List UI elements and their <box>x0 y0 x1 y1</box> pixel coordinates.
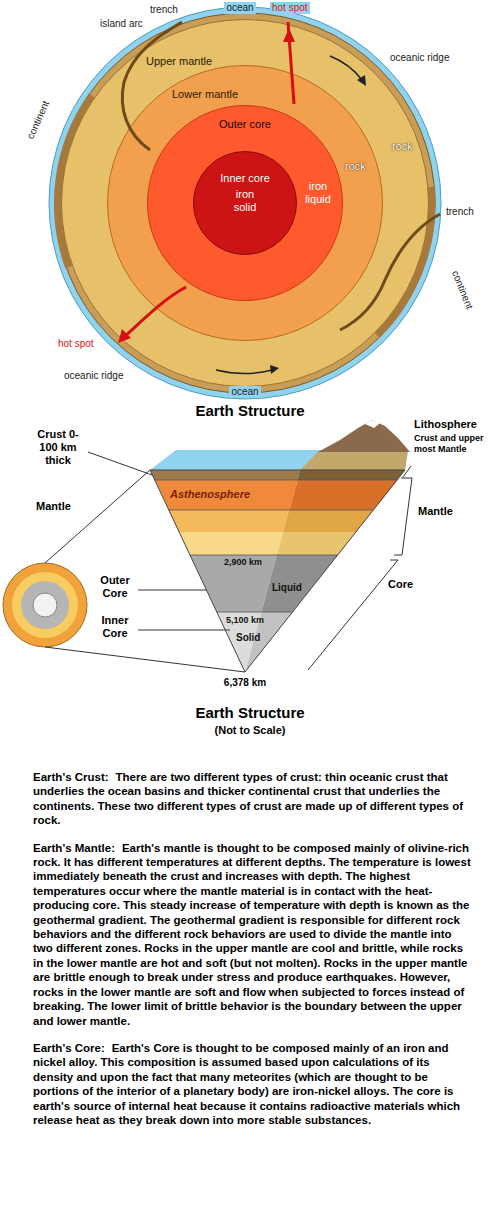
snow-cap <box>365 420 380 428</box>
asthenosphere-layer-left-face <box>155 480 298 510</box>
globe-slice <box>3 563 87 647</box>
layer-label: Lower mantle <box>172 88 238 101</box>
outer-core: Outer core iron liquid Inner core iron soli… <box>147 105 343 301</box>
layer-label: Lithosphere <box>414 418 477 431</box>
ocean-surface <box>150 450 408 470</box>
bracket <box>308 560 398 670</box>
inner-core-fill <box>194 152 297 255</box>
paragraph-body: Earth's Core is thought to be composed m… <box>33 1042 460 1126</box>
layer-note: Crust and upper most Mantle <box>414 433 494 454</box>
outer-core-layer-shape <box>190 555 338 612</box>
paragraph: Earth's Crust:There are two different ty… <box>33 770 473 828</box>
paragraph-heading: Earth's Mantle: <box>33 842 115 854</box>
feature-label: hot spot <box>58 338 94 350</box>
feature-label: oceanic ridge <box>64 370 123 382</box>
mantle-face <box>277 532 356 555</box>
feature-label: ocean <box>229 386 260 398</box>
layer-label: Mantle <box>418 505 453 518</box>
inner-core-layer: 5,100 km Solid <box>217 612 293 672</box>
heading: Earth Structure <box>195 704 304 722</box>
leader-line <box>88 452 152 475</box>
diagram-title: Earth Structure <box>195 402 304 420</box>
layer-label: 2,900 km <box>224 557 262 568</box>
asthenosphere-layer-right-face <box>289 480 397 510</box>
lower-mantle: Lower mantlerockOuter coreiron liquidInn… <box>107 65 383 341</box>
mantle-face <box>283 510 373 532</box>
layer-label: rock <box>345 160 366 173</box>
globe-inner-core <box>33 593 57 617</box>
leader-line <box>403 466 411 477</box>
subheading: (Not to Scale) <box>215 724 286 737</box>
layer-label: rock <box>392 140 413 153</box>
upper-mantle: Upper mantle rock Lower mantle rock Outer co… <box>61 19 429 387</box>
asthenosphere-layer: Asthenosphere <box>155 480 397 510</box>
feature-label: trench <box>446 206 474 218</box>
paragraph: Earth's Core:Earth's Core is thought to … <box>33 1041 473 1127</box>
layer-boundary <box>169 510 373 511</box>
feature-label: island arc <box>100 18 143 30</box>
projection-line <box>45 470 150 563</box>
layer-label: iron solid <box>227 188 263 214</box>
paragraph-body: Earth's mantle is thought to be composed… <box>33 842 471 1027</box>
layer-boundary <box>217 612 293 613</box>
feature-label: oceanic ridge <box>390 52 449 64</box>
text-section: Earth's Crust:There are two different ty… <box>33 770 473 1140</box>
layer-label: Inner core <box>220 172 270 185</box>
crust-face <box>297 470 405 480</box>
leader-line <box>138 630 230 631</box>
layer-label: iron liquid <box>300 180 336 206</box>
globe-mantle <box>12 572 78 638</box>
layer-label: Mantle <box>36 500 71 513</box>
mantle-face <box>179 532 283 555</box>
crust-face <box>150 470 300 480</box>
bracket <box>401 478 412 479</box>
paragraph-heading: Earth's Crust: <box>33 771 109 783</box>
leader-line <box>138 590 207 591</box>
outer-core-fill <box>148 106 343 301</box>
mountain <box>318 420 410 452</box>
feature-label: ocean <box>224 2 255 14</box>
bracket <box>394 555 402 556</box>
layer-boundary <box>190 555 338 556</box>
layer-label: Core <box>388 578 413 591</box>
layer-label: Asthenosphere <box>170 488 250 501</box>
outer-core-layer: 2,900 km Liquid <box>190 555 338 612</box>
layer-label: Upper mantle <box>146 55 212 68</box>
upper-mantle-fill <box>62 20 429 387</box>
layer-label: Outer core <box>219 118 271 131</box>
bracket <box>402 478 412 555</box>
layer-label: Crust 0-100 km thick <box>30 428 86 467</box>
ocean-ring <box>49 7 441 399</box>
feature-label: trench <box>150 4 178 16</box>
layer-label: 5,100 km <box>226 615 264 626</box>
feature-label: hot spot <box>270 2 310 14</box>
layer-label: Solid <box>236 632 260 644</box>
wedge-outline <box>150 470 405 672</box>
projection-line <box>45 647 245 672</box>
lower-mantle-fill <box>108 66 383 341</box>
globe-outer-core <box>21 581 69 629</box>
outer-core-layer-right-face <box>261 555 337 612</box>
paragraph: Earth's Mantle:Earth's mantle is thought… <box>33 841 473 1028</box>
layer-label: Outer Core <box>94 574 136 600</box>
dimension: 6,378 km <box>224 677 266 689</box>
paragraph-heading: Earth's Core: <box>33 1042 105 1054</box>
layer-label: Liquid <box>272 582 302 594</box>
bracket <box>390 560 398 561</box>
layer-label: Inner Core <box>94 614 136 640</box>
feature-label: continent <box>24 99 51 141</box>
crust-ring <box>55 13 435 393</box>
layer-boundary <box>155 480 397 481</box>
feature-label: continent <box>449 269 475 311</box>
land-surface <box>300 450 408 470</box>
inner-core: Inner core iron solid <box>193 151 297 255</box>
mantle-face <box>169 510 289 532</box>
